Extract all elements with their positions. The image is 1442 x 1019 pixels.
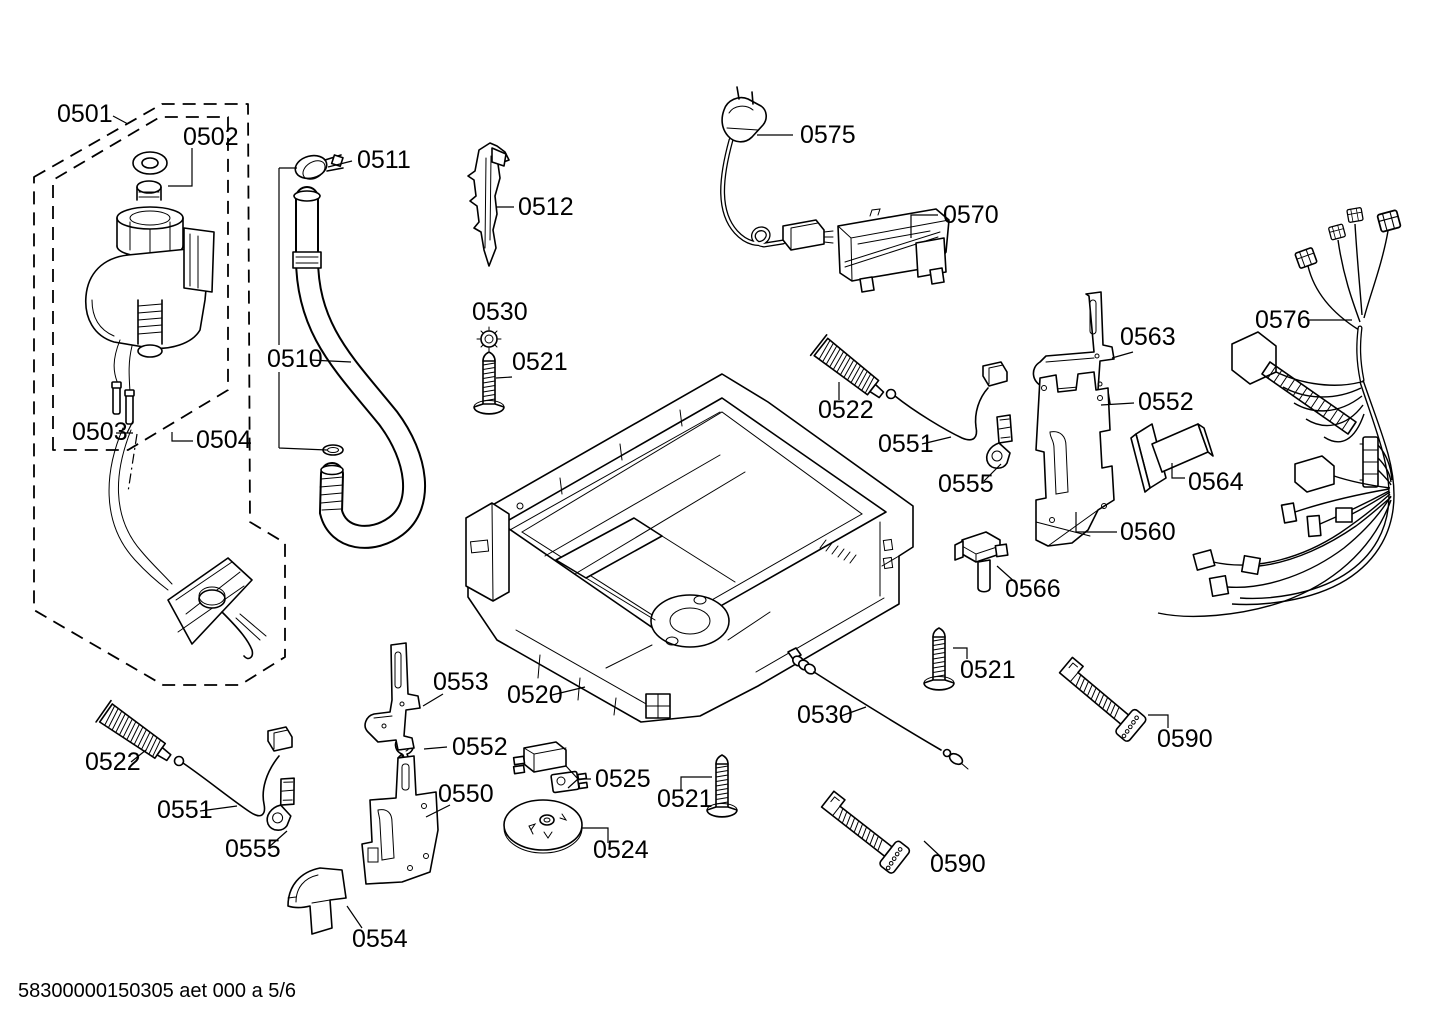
part-label-0590-right: 0590 <box>1157 725 1213 753</box>
part-power-cord <box>720 86 834 251</box>
part-label-0530-bottom: 0530 <box>797 701 853 729</box>
leader-lines <box>112 115 1352 929</box>
part-wiring-harness <box>1157 206 1402 618</box>
dashed-enclosure-inner <box>52 116 229 493</box>
part-stay-rod <box>787 647 969 770</box>
part-mounting-strip <box>467 142 510 267</box>
part-label-0564: 0564 <box>1188 468 1244 496</box>
part-bracket-0560 <box>1035 371 1115 547</box>
part-screw-right <box>923 627 955 691</box>
part-label-0555-left: 0555 <box>225 835 281 863</box>
part-label-0575: 0575 <box>800 121 856 149</box>
part-label-0522-right: 0522 <box>818 396 874 424</box>
part-label-0525: 0525 <box>595 765 651 793</box>
part-label-0521-right: 0521 <box>960 656 1016 684</box>
part-cable-guide-left <box>265 775 297 833</box>
part-label-0554: 0554 <box>352 925 408 953</box>
part-sensor-0566 <box>954 531 1009 593</box>
part-label-0566: 0566 <box>1005 575 1061 603</box>
part-label-0512: 0512 <box>518 193 574 221</box>
part-label-0511: 0511 <box>357 146 411 174</box>
part-label-0590-bottom: 0590 <box>930 850 986 878</box>
part-bracket-0553 <box>364 642 421 751</box>
part-control-module <box>837 208 950 293</box>
part-pull-rod-right <box>885 361 1008 441</box>
part-label-0521-middle: 0521 <box>657 785 713 813</box>
part-label-0555-right: 0555 <box>938 470 994 498</box>
part-base-assembly <box>465 373 914 723</box>
part-label-0501: 0501 <box>57 100 113 128</box>
dashed-enclosure-outer <box>33 103 286 686</box>
part-label-0524: 0524 <box>593 836 649 864</box>
part-label-0552-left: 0552 <box>452 733 508 761</box>
part-flow-sensor <box>108 427 267 660</box>
part-label-0530-top: 0530 <box>472 298 528 326</box>
part-label-0502: 0502 <box>183 123 239 151</box>
part-label-0551-right: 0551 <box>878 430 934 458</box>
part-label-0520: 0520 <box>507 681 563 709</box>
part-cover-0554 <box>287 867 347 935</box>
part-cable-guide-right <box>985 414 1013 470</box>
part-labels: 0501 0502 0503 0504 0511 0510 0512 0530 … <box>57 100 1311 953</box>
part-bracket-0550 <box>361 755 439 885</box>
part-switch-0525 <box>512 741 589 794</box>
part-rail-right <box>1052 655 1149 744</box>
part-valve-terminals <box>111 381 135 425</box>
part-label-0504: 0504 <box>196 426 252 454</box>
part-label-0551-left: 0551 <box>157 796 213 824</box>
part-screw-top <box>473 351 505 415</box>
part-label-0553: 0553 <box>433 668 489 696</box>
part-label-0550: 0550 <box>438 780 494 808</box>
part-hose-clamp <box>294 154 344 180</box>
part-water-inlet-valve <box>85 151 215 425</box>
part-star-washer <box>476 326 502 352</box>
part-spring-right <box>809 334 891 406</box>
part-label-0576: 0576 <box>1255 306 1311 334</box>
part-pull-rod-left <box>173 726 293 817</box>
part-label-0503: 0503 <box>72 418 128 446</box>
part-label-0560: 0560 <box>1120 518 1176 546</box>
part-label-0563: 0563 <box>1120 323 1176 351</box>
part-label-0510: 0510 <box>267 345 323 373</box>
part-rail-bottom <box>814 789 912 876</box>
part-drain-hose <box>292 186 427 549</box>
part-label-0570: 0570 <box>943 201 999 229</box>
document-number: 58300000150305 aet 000 a 5/6 <box>18 980 296 1002</box>
part-cable-comb <box>1130 423 1214 493</box>
part-label-0522-left: 0522 <box>85 748 141 776</box>
part-label-0552-right: 0552 <box>1138 388 1194 416</box>
part-label-0521-top: 0521 <box>512 348 568 376</box>
part-disc-0524 <box>503 799 583 854</box>
